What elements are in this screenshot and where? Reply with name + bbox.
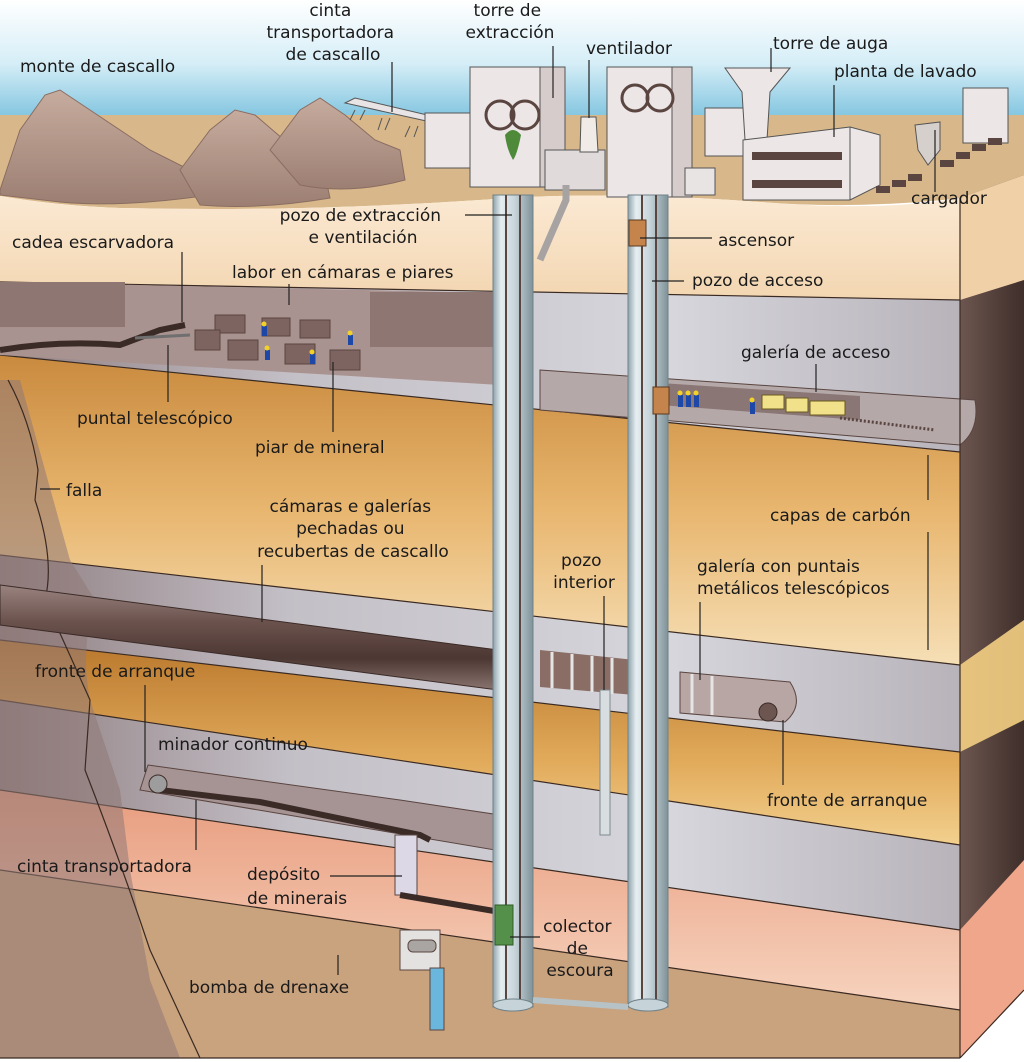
shafts: [492, 185, 670, 1012]
label-inner-shaft: pozo interior: [553, 551, 615, 593]
label-ore-bin: depósito de minerais: [247, 865, 347, 909]
lower-gallery-with-props: [540, 650, 797, 836]
washing-plant: [742, 126, 881, 201]
inner-shaft-pipe: [599, 689, 611, 836]
labels: monte de cascallo cinta transportadora d…: [12, 1, 987, 998]
scraper-chain: [0, 322, 186, 353]
drain-water-pipe: [429, 967, 445, 1031]
label-closed-rooms: cámaras e galerías pechadas ou recuberta…: [257, 497, 449, 562]
fault-block: [0, 380, 180, 1058]
label-telescopic-prop: puntal telescópico: [77, 409, 233, 429]
room-and-pillar-area: [0, 282, 500, 385]
side-topsoil: [960, 175, 1024, 300]
bedrock-layer: [0, 870, 960, 1058]
topsoil-layer: [0, 195, 960, 300]
conveyor-belt: [159, 787, 432, 843]
ventilation-duct: [536, 185, 570, 262]
label-fan: ventilador: [586, 39, 672, 59]
waste-heaps: [0, 89, 406, 207]
label-continuous-miner: minador continuo: [158, 735, 308, 755]
continuous-miner-head: [148, 774, 168, 794]
label-access-shaft: pozo de acceso: [692, 271, 823, 291]
ore-skip-collector: [494, 904, 514, 946]
label-cage: ascensor: [718, 231, 794, 251]
label-scraper-chain: cadea escarvadora: [12, 233, 174, 253]
loader: [914, 121, 941, 166]
salmon-layer: [0, 790, 960, 1010]
label-hoisting-shaft: pozo de extracción e ventilación: [280, 206, 447, 248]
label-ore-pillar: piar de mineral: [255, 438, 385, 458]
label-fault: falla: [66, 481, 102, 501]
label-loader: cargador: [911, 189, 987, 209]
label-coal-seams: capas de carbón: [770, 506, 911, 526]
label-water-tower: torre de auga: [773, 34, 888, 54]
ore-bin: [394, 834, 418, 896]
label-room-and-pillar: labor en cámaras e piares: [232, 263, 454, 283]
cage-lower: [652, 386, 670, 415]
side-salmon: [960, 860, 1024, 1058]
label-gallery-props: galería con puntais metálicos telescópic…: [697, 557, 890, 599]
label-waste-heap: monte de cascallo: [20, 57, 175, 77]
hoisting-shaft: [492, 194, 534, 1008]
fault-line: [7, 379, 201, 1059]
label-headframe: torre de extracción: [466, 1, 555, 43]
surface-buildings: [424, 66, 1009, 201]
label-conveyor-belt: cinta transportadora: [17, 857, 192, 877]
block-outline: [0, 198, 1024, 1059]
label-washing-plant: planta de lavado: [834, 62, 977, 82]
fan-stack: [579, 116, 599, 153]
workers: [261, 321, 755, 414]
access-shaft: [627, 194, 669, 1008]
label-face-left: fronte de arranque: [35, 662, 195, 682]
rail-cars: [876, 138, 1002, 193]
block-side-face: [960, 175, 1024, 1058]
side-ochre: [960, 620, 1024, 752]
label-face-right: fronte de arranque: [767, 791, 927, 811]
cage-upper: [628, 219, 647, 247]
label-access-gallery: galería de acceso: [741, 343, 890, 363]
ochre-layer-2: [0, 640, 960, 845]
cutter-head-right: [758, 702, 778, 722]
label-drain-pump: bomba de drenaxe: [189, 978, 349, 998]
label-sump: colector de escoura: [543, 917, 617, 981]
label-waste-conveyor: cinta transportadora de cascallo: [267, 1, 400, 65]
mine-train: [761, 394, 846, 416]
ochre-layer-1: [0, 355, 960, 665]
